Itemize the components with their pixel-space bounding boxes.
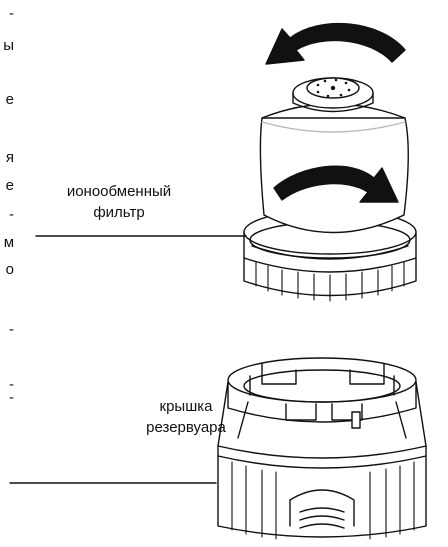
label-line: резервуара (146, 419, 226, 436)
fragment-line: ы (3, 37, 14, 54)
fragment-line: - (9, 389, 14, 406)
label-line: крышка (159, 398, 213, 415)
reservoir-lid-label: крышка резервуара (132, 396, 240, 438)
fragment-line: м (3, 234, 14, 251)
fragment-line: е (5, 91, 14, 108)
fragment-line: е (5, 177, 14, 194)
ion-exchange-filter-label: ионообменный фильтр (34, 181, 204, 223)
fragment-line: - (9, 321, 14, 338)
fragment-line: - (9, 5, 14, 22)
label-line: фильтр (93, 204, 145, 221)
rotate-clockwise-arrow-icon (273, 165, 399, 203)
left-page-text-fragments: - ы е я е - м о - - - (0, 0, 14, 547)
fragment-line: о (5, 261, 14, 278)
fragment-line: я (5, 149, 14, 166)
label-line: ионообменный (66, 183, 172, 200)
rotate-counterclockwise-arrow-icon (265, 22, 406, 65)
fragment-line: - (9, 206, 14, 223)
reservoir-lid (217, 357, 427, 540)
fragment-line: - (9, 376, 14, 393)
ion-exchange-filter (243, 77, 417, 302)
